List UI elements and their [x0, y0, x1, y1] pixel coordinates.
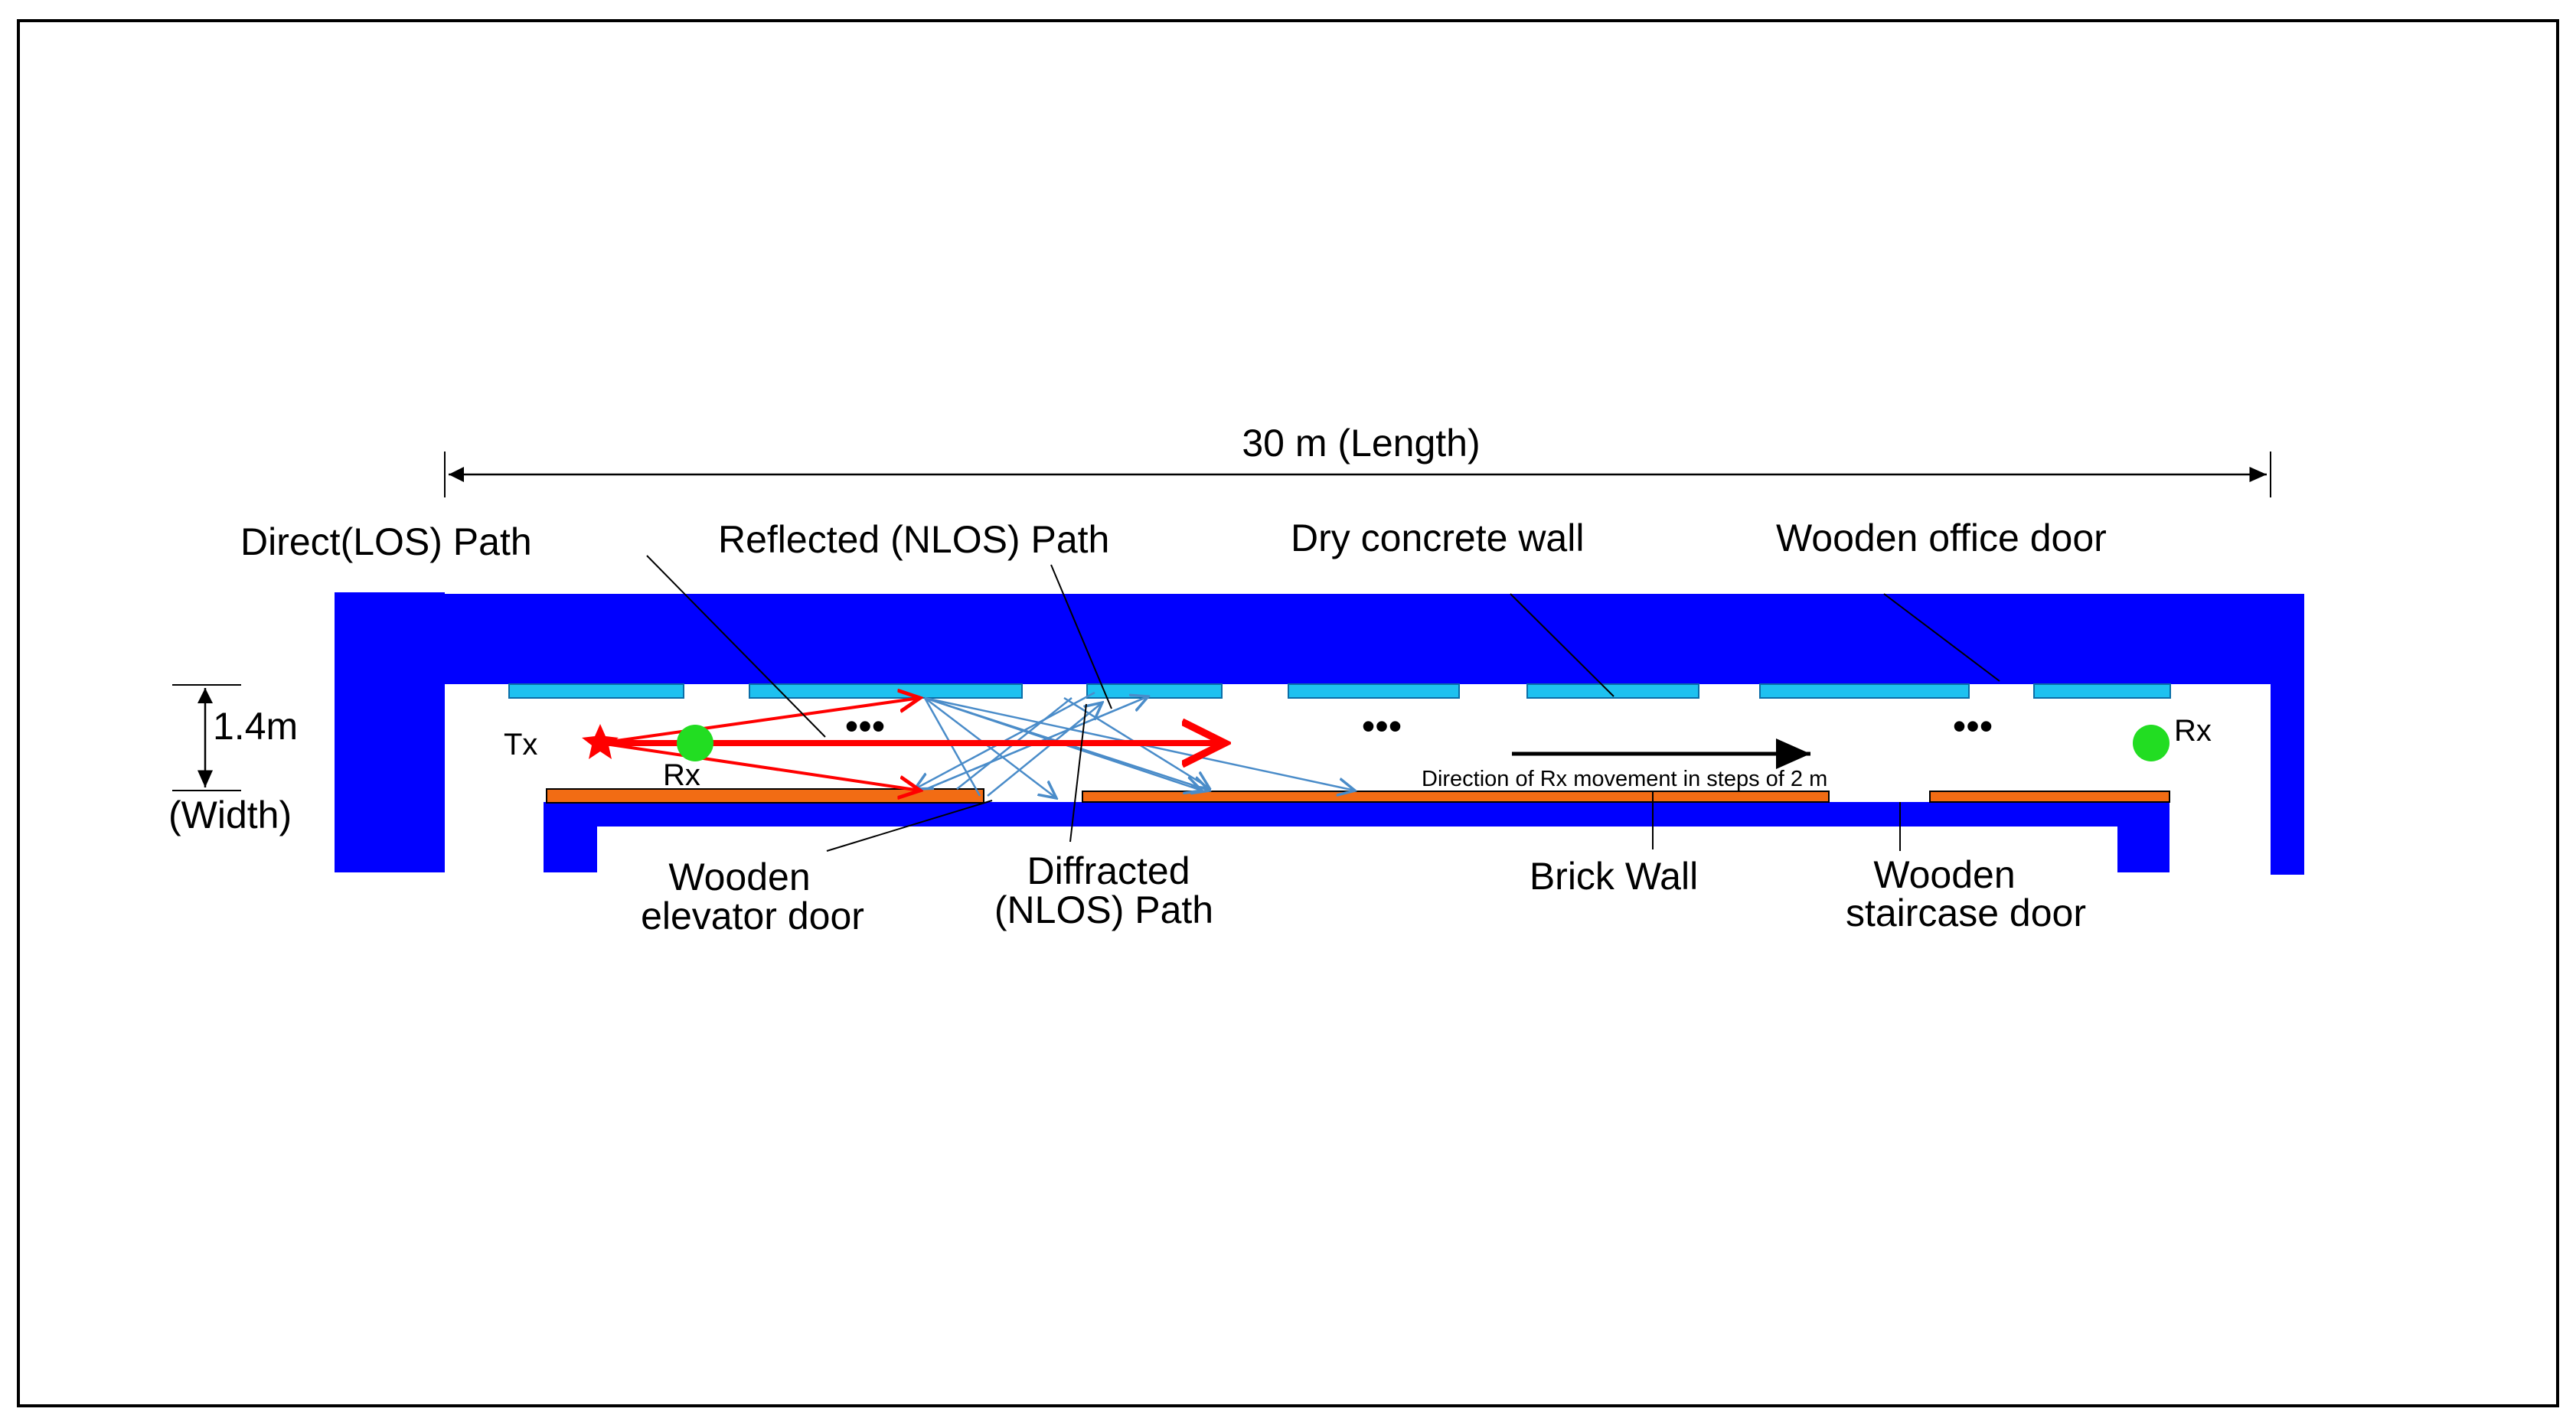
diffracted-path-label-line1: Diffracted: [1027, 849, 1190, 892]
right-wall-pillar: [2271, 594, 2304, 875]
direct-path-label: Direct(LOS) Path: [240, 520, 532, 563]
width-value-label: 1.4m: [213, 705, 298, 748]
office-door-5: [1526, 683, 1699, 699]
receiver-near: [677, 725, 713, 761]
width-caption-label: (Width): [168, 794, 292, 836]
diffracted-path-label-line2: (NLOS) Path: [994, 888, 1213, 931]
wooden-staircase-door: [1929, 791, 2170, 803]
office-door-3: [1086, 683, 1223, 699]
dry-concrete-wall-label: Dry concrete wall: [1291, 517, 1584, 559]
office-door-2: [749, 683, 1023, 699]
receiver-far: [2133, 725, 2170, 761]
bottom-wall-left-leg: [544, 802, 597, 872]
staircase-door-label-line1: Wooden: [1873, 853, 2015, 896]
ellipsis-3: •••: [1953, 705, 1993, 748]
left-wall-block: [335, 592, 445, 872]
reflected-path-label: Reflected (NLOS) Path: [718, 518, 1109, 561]
transmitter-star: [582, 724, 619, 759]
office-door-4: [1288, 683, 1460, 699]
brick-wall-wood-panel: [1082, 791, 1830, 803]
rx-near-label: Rx: [663, 758, 700, 792]
tx-label: Tx: [504, 728, 537, 761]
office-door-1: [508, 683, 684, 699]
wooden-elevator-door: [546, 788, 984, 804]
office-door-6: [1759, 683, 1970, 699]
brick-wall-label: Brick Wall: [1530, 855, 1698, 898]
rx-far-label: Rx: [2174, 714, 2212, 748]
figure-frame: [17, 19, 2559, 1407]
elevator-door-label-line2: elevator door: [641, 895, 864, 937]
leader-lines: [646, 555, 2000, 852]
rx-movement-label: Direction of Rx movement in steps of 2 m: [1422, 767, 1827, 791]
office-door-7: [2033, 683, 2171, 699]
wooden-office-door-label: Wooden office door: [1776, 517, 2107, 559]
bottom-wall-right-leg: [2117, 802, 2170, 872]
ellipsis-1: •••: [845, 705, 886, 748]
staircase-door-label-line2: staircase door: [1846, 892, 2086, 934]
bottom-brick-wall: [544, 802, 2170, 826]
elevator-door-label-line1: Wooden: [668, 856, 810, 898]
top-concrete-wall: [445, 594, 2271, 684]
length-label: 30 m (Length): [1242, 422, 1480, 465]
ellipsis-2: •••: [1362, 705, 1402, 748]
